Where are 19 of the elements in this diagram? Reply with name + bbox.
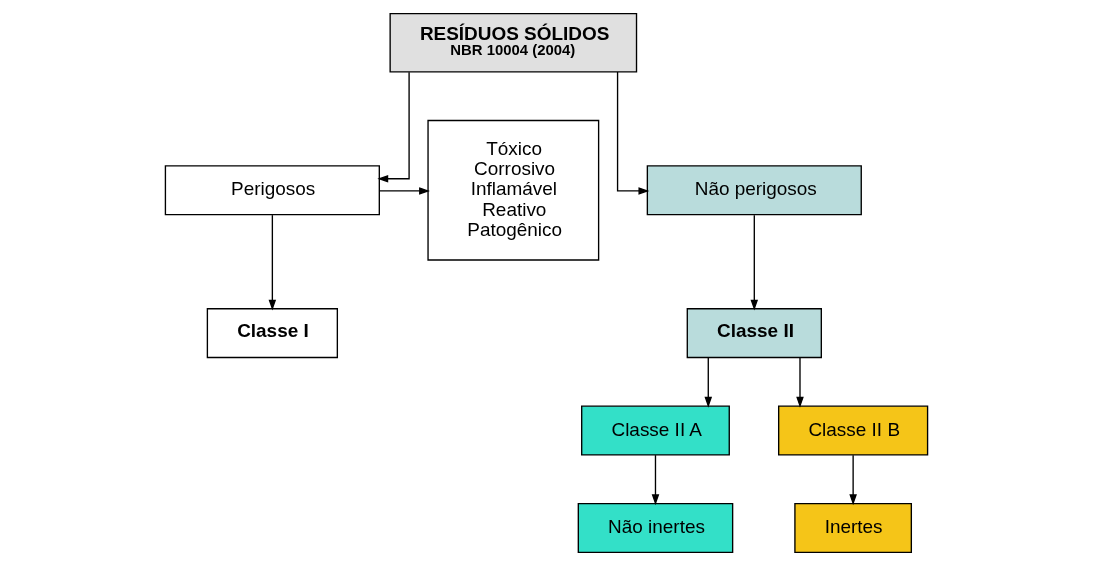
node-box: Perigosos <box>164 165 380 216</box>
node-box: Classe II B <box>778 405 929 456</box>
arrow <box>651 454 660 506</box>
node-box: Classe I <box>206 308 338 359</box>
node-box: Não perigosos <box>646 165 862 216</box>
node-box: Classe II A <box>581 405 730 456</box>
arrow <box>616 71 650 195</box>
node-box: Classe II <box>686 308 822 359</box>
arrow <box>796 357 804 408</box>
arrow <box>704 357 713 408</box>
arrow <box>849 454 857 506</box>
node-box: Não inertes <box>577 503 734 554</box>
arrow <box>377 71 410 183</box>
arrow <box>750 214 759 311</box>
arrow <box>378 187 430 195</box>
node-box: Tóxico Corrosivo Inflamável Reativo Patogênico <box>427 119 600 261</box>
node-box: RESÍDUOS SÓLIDOS NBR 10004 (2004) <box>389 12 638 73</box>
node-box: Inertes <box>794 503 912 554</box>
arrow <box>268 214 277 311</box>
